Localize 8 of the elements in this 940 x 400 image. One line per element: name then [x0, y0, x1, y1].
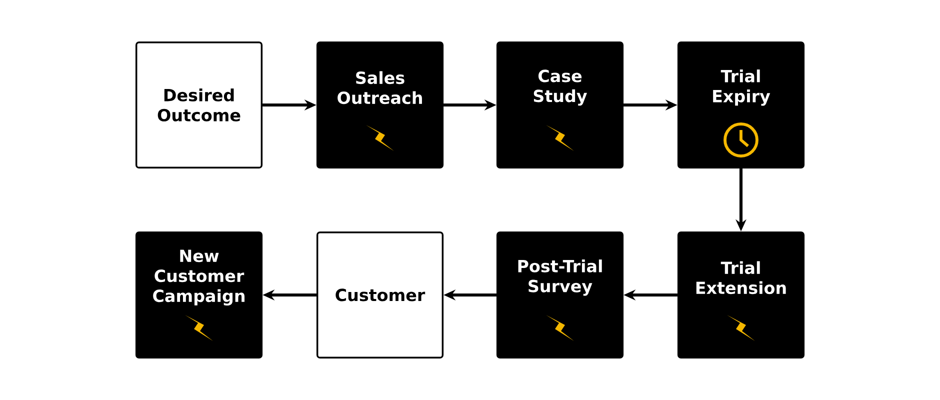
process-box: Post-Trial Survey [496, 231, 624, 359]
outcome-box: Desired Outcome [135, 41, 263, 169]
process-box: Sales Outreach [316, 41, 444, 169]
process-box: Trial Expiry [677, 41, 805, 169]
outcome-box: Customer [316, 231, 444, 359]
process-box: New Customer Campaign [135, 231, 263, 359]
process-box: Trial Extension [677, 231, 805, 359]
process-box: Case Study [496, 41, 624, 169]
